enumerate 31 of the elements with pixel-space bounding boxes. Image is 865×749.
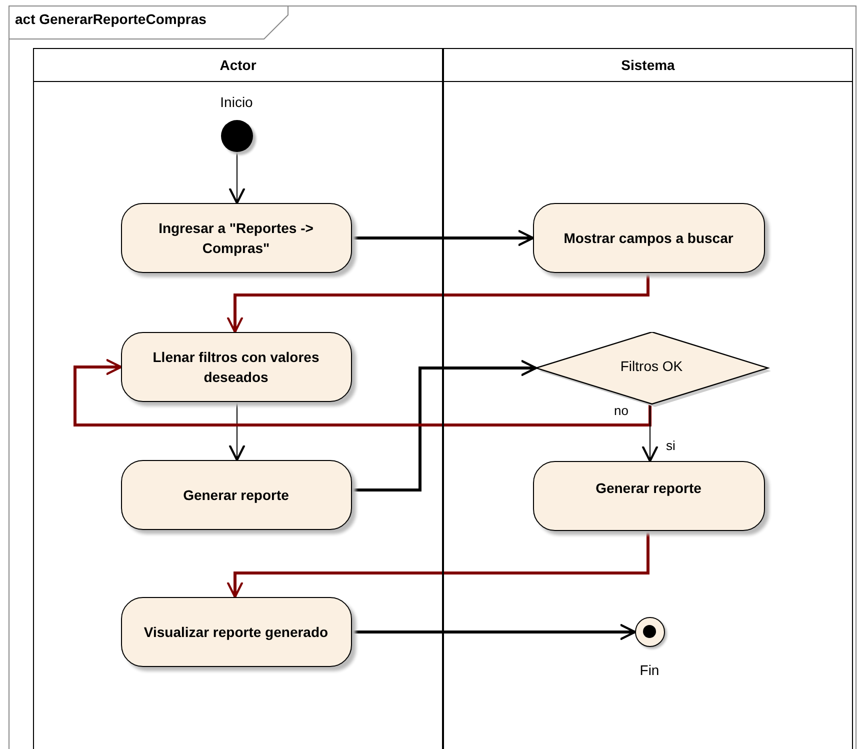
arrow: [642, 404, 658, 462]
arrow: [352, 360, 538, 492]
arrow: [226, 531, 650, 598]
initial-node: [220, 120, 252, 152]
arrow: [226, 273, 650, 334]
action-box: [120, 596, 352, 666]
action-label: Generar reporte: [594, 478, 702, 498]
action-box: [532, 460, 764, 530]
action-box: [120, 202, 352, 272]
lane-title: Sistema: [621, 57, 675, 73]
arrow: [352, 624, 636, 640]
diagram-title: act GenerarReporteCompras: [15, 11, 206, 27]
action-label: Ingresar a "Reportes -> Compras": [158, 218, 314, 258]
arrow: [74, 358, 652, 426]
action-label: Mostrar campos a buscar: [562, 228, 734, 248]
action-box: [120, 332, 352, 402]
swimlane: [33, 48, 443, 749]
node-caption: Fin: [640, 662, 660, 678]
action-label: Generar reporte: [182, 486, 290, 504]
final-node: [634, 616, 664, 646]
action-box: [120, 460, 352, 530]
action-box: [532, 202, 764, 272]
edge-label: si: [664, 438, 678, 453]
node-caption: Inicio: [220, 94, 253, 110]
arrow: [228, 152, 246, 204]
action-label: Llenar filtros con valores deseados: [152, 348, 320, 386]
swimlane: [443, 48, 853, 749]
arrow: [228, 402, 246, 462]
arrow: [352, 230, 534, 246]
action-label: Visualizar reporte generado: [142, 622, 330, 642]
lane-title: Actor: [220, 57, 256, 73]
